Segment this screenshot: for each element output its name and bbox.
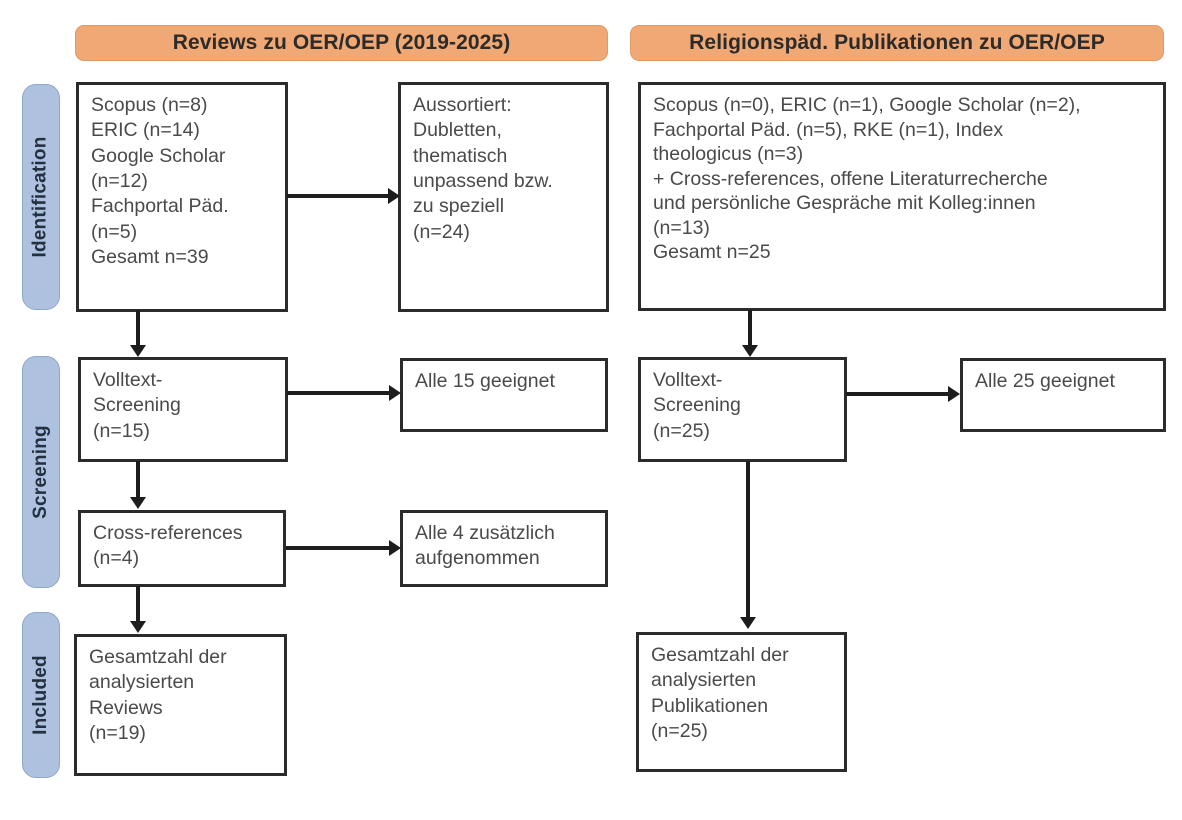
arrowhead-left-fulltext-to-result — [389, 385, 401, 401]
column-header-reviews-text: Reviews zu OER/OEP (2019-2025) — [172, 31, 511, 54]
connector-right-fulltext-to-included — [746, 461, 750, 619]
node-right-sources: Scopus (n=0), ERIC (n=1), Google Scholar… — [638, 82, 1166, 311]
arrowhead-right-fulltext-to-result — [948, 386, 960, 402]
stage-label-identification: Identification — [22, 84, 60, 310]
stage-label-included-text: Included — [30, 655, 51, 735]
column-header-religionspaed: Religionspäd. Publikationen zu OER/OEP — [630, 25, 1164, 61]
node-left-sources: Scopus (n=8) ERIC (n=14) Google Scholar … — [76, 82, 288, 312]
arrowhead-right-sources-to-fulltext — [742, 345, 758, 357]
connector-left-fulltext-to-result — [287, 391, 391, 395]
arrowhead-left-sources-to-excluded — [388, 188, 400, 204]
arrowhead-right-fulltext-to-included — [740, 617, 756, 629]
connector-left-fulltext-to-crossrefs — [136, 461, 140, 500]
arrowhead-left-fulltext-to-crossrefs — [130, 497, 146, 509]
column-header-religionspaed-text: Religionspäd. Publikationen zu OER/OEP — [689, 31, 1105, 54]
connector-right-fulltext-to-result — [846, 392, 950, 396]
column-header-reviews: Reviews zu OER/OEP (2019-2025) — [75, 25, 608, 61]
node-left-crossrefs: Cross-references (n=4) — [78, 510, 286, 587]
node-left-crossrefs-result: Alle 4 zusätzlich aufgenommen — [400, 510, 608, 587]
arrowhead-left-crossrefs-to-result — [389, 540, 401, 556]
node-left-fulltext-result: Alle 15 geeignet — [400, 358, 608, 432]
connector-left-crossrefs-to-result — [286, 546, 391, 550]
node-left-fulltext-screening: Volltext- Screening (n=15) — [78, 357, 288, 462]
node-right-included: Gesamtzahl der analysierten Publikatione… — [636, 632, 847, 772]
stage-label-included: Included — [22, 612, 60, 778]
node-left-included: Gesamtzahl der analysierten Reviews (n=1… — [74, 634, 287, 776]
stage-label-screening: Screening — [22, 356, 60, 588]
connector-left-sources-to-excluded — [287, 194, 390, 198]
node-right-fulltext-screening: Volltext- Screening (n=25) — [638, 357, 847, 462]
node-left-excluded: Aussortiert: Dubletten, thematisch unpas… — [398, 82, 609, 312]
connector-right-sources-to-fulltext — [748, 310, 752, 347]
node-right-fulltext-result: Alle 25 geeignet — [960, 358, 1166, 432]
stage-label-screening-text: Screening — [30, 425, 52, 519]
arrowhead-left-sources-to-fulltext — [130, 345, 146, 357]
arrowhead-left-crossrefs-to-included — [130, 621, 146, 633]
stage-label-identification-text: Identification — [30, 136, 51, 258]
connector-left-crossrefs-to-included — [136, 586, 140, 624]
connector-left-sources-to-fulltext — [136, 310, 140, 347]
